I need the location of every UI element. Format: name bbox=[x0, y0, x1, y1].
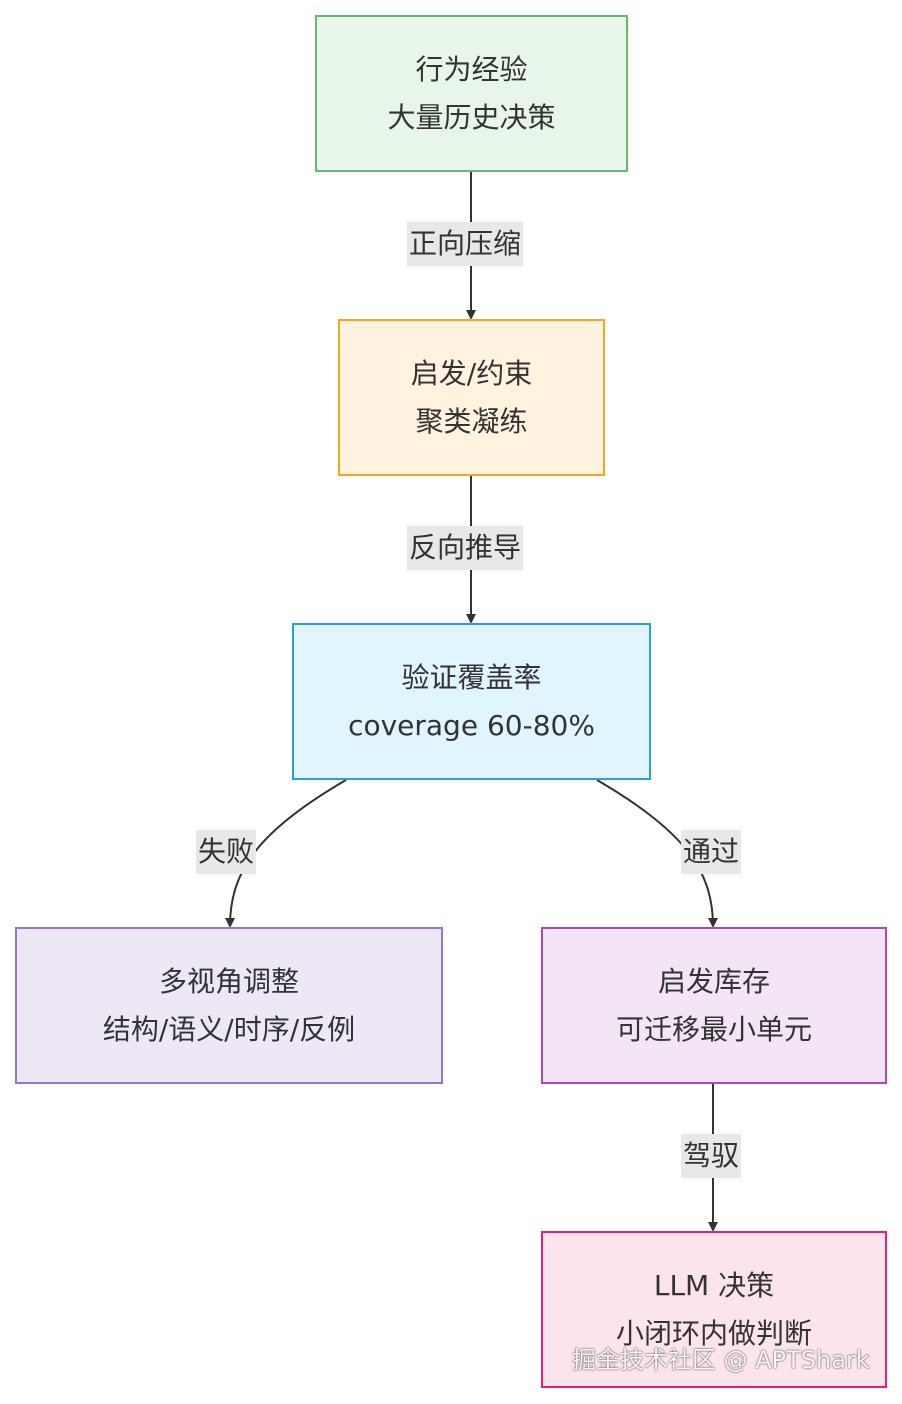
node-llm-subtitle: 小闭环内做判断 bbox=[615, 1316, 812, 1350]
node-inventory: 启发库存 可迁移最小单元 bbox=[541, 927, 887, 1084]
node-validate: 验证覆盖率 coverage 60-80% bbox=[292, 623, 651, 780]
edge-label-forward: 正向压缩 bbox=[407, 222, 524, 266]
node-llm: LLM 决策 小闭环内做判断 bbox=[541, 1231, 887, 1388]
edge-label-pass: 通过 bbox=[681, 830, 742, 874]
node-llm-title: LLM 决策 bbox=[653, 1268, 775, 1302]
node-adjust: 多视角调整 结构/语义/时序/反例 bbox=[15, 927, 443, 1084]
edge-label-fail: 失败 bbox=[196, 830, 257, 874]
node-validate-subtitle: coverage 60-80% bbox=[348, 708, 595, 742]
watermark: 掘金技术社区 @ APTShark bbox=[572, 1346, 870, 1374]
edge-label-reverse: 反向推导 bbox=[407, 526, 524, 570]
node-heuristic: 启发/约束 聚类凝练 bbox=[338, 319, 605, 476]
node-adjust-title: 多视角调整 bbox=[158, 964, 299, 998]
node-inventory-subtitle: 可迁移最小单元 bbox=[615, 1012, 812, 1046]
node-adjust-subtitle: 结构/语义/时序/反例 bbox=[102, 1012, 356, 1046]
node-heuristic-title: 启发/约束 bbox=[410, 356, 533, 390]
node-experience-title: 行为经验 bbox=[415, 52, 528, 86]
node-inventory-title: 启发库存 bbox=[657, 964, 770, 998]
node-experience-subtitle: 大量历史决策 bbox=[387, 100, 556, 134]
node-heuristic-subtitle: 聚类凝练 bbox=[415, 404, 528, 438]
node-experience: 行为经验 大量历史决策 bbox=[315, 15, 628, 172]
node-validate-title: 验证覆盖率 bbox=[401, 660, 542, 694]
edge-label-drive: 驾驭 bbox=[681, 1134, 742, 1178]
